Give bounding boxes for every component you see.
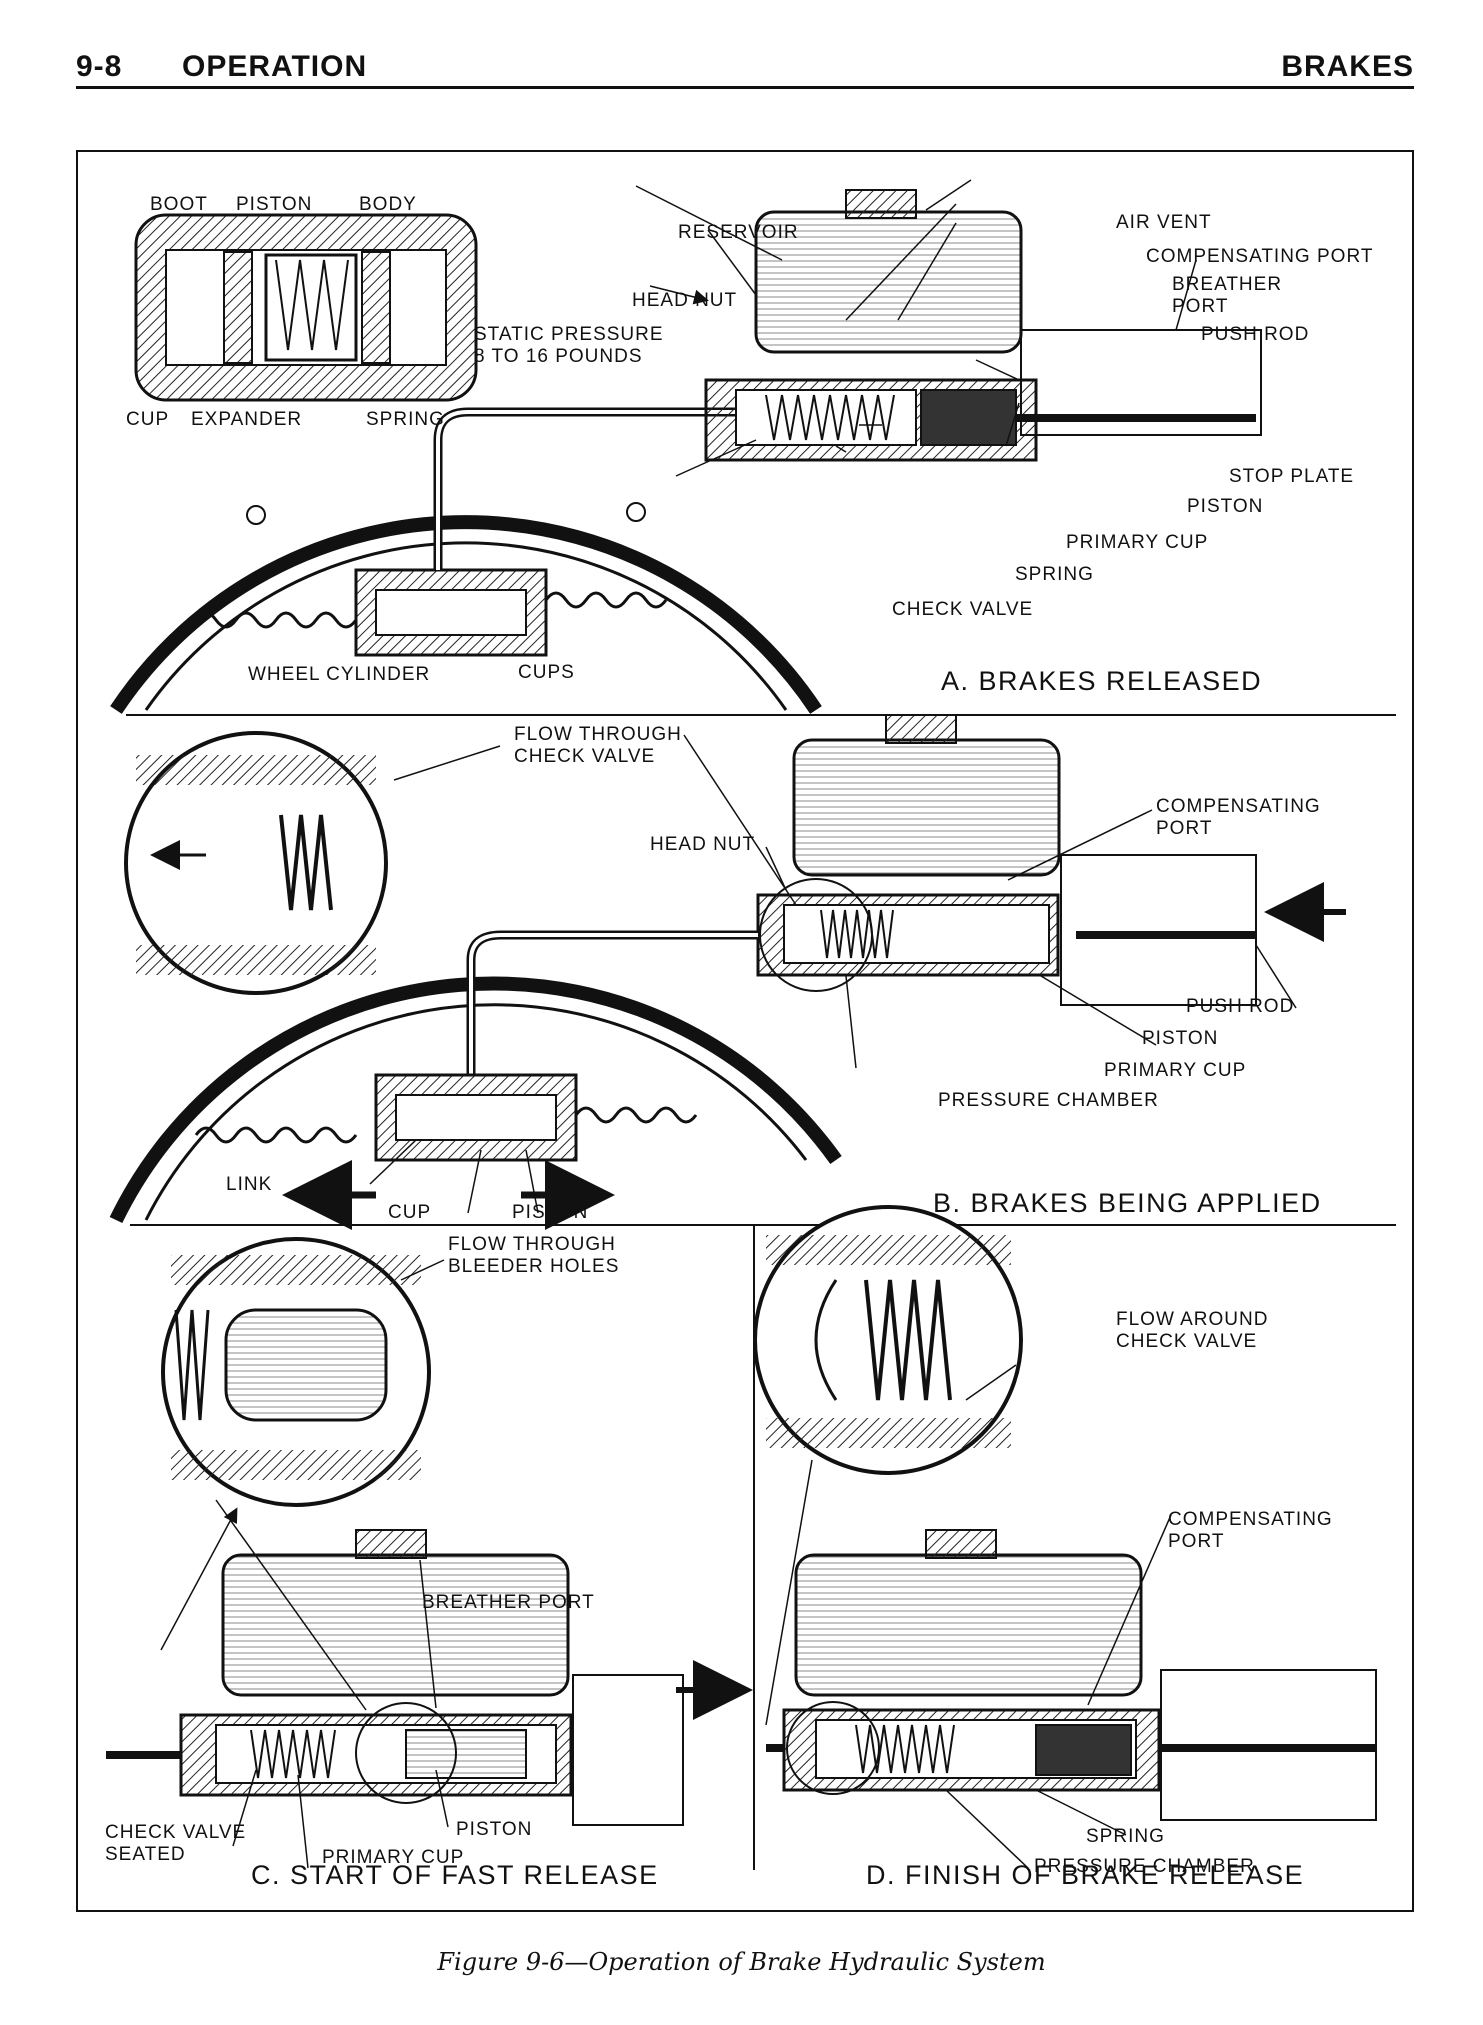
label-cup-b: CUP [388, 1202, 431, 1223]
panel-d: FLOW AROUND CHECK VALVE COMPENSATING POR… [753, 1205, 1377, 1890]
brake-hydraulic-figure: BOOT PISTON BODY CUP EXPANDER SPRING STA… [76, 150, 1414, 1912]
panel-a-title: A. BRAKES RELEASED [941, 666, 1262, 696]
label-compensating-d: COMPENSATING [1168, 1509, 1333, 1530]
check-valve-around-detail [753, 1205, 1023, 1475]
return-spring-right [544, 591, 668, 609]
master-cylinder-d [766, 1529, 1377, 1821]
label-boot: BOOT [150, 194, 208, 215]
label-piston: PISTON [236, 194, 312, 215]
label-pressure-chamber-d: PRESSURE CHAMBER [1034, 1856, 1255, 1877]
brake-drum-b [109, 976, 842, 1224]
label-piston-b: PISTON [1142, 1028, 1218, 1049]
label-compensating-b: COMPENSATING [1156, 796, 1321, 817]
label-check-valve-c: CHECK VALVE [105, 1822, 246, 1843]
label-link: LINK [226, 1174, 272, 1195]
label-flow-around: FLOW AROUND [1116, 1309, 1268, 1330]
label-wheel-cylinder: WHEEL CYLINDER [248, 664, 430, 685]
wheel-cylinder-section [134, 213, 478, 402]
label-head-nut-b: HEAD NUT [650, 834, 755, 855]
label-static-pressure: STATIC PRESSURE [474, 324, 664, 345]
label-expander: EXPANDER [191, 409, 302, 430]
label-push-rod: PUSH ROD [1201, 324, 1309, 345]
label-stop-plate: STOP PLATE [1229, 466, 1354, 487]
label-master-piston: PISTON [1187, 496, 1263, 517]
label-cup: CUP [126, 409, 169, 430]
chapter-title: BRAKES [1281, 50, 1414, 83]
label-flow-through-c: FLOW THROUGH [448, 1234, 616, 1255]
master-cylinder-a [704, 189, 1262, 462]
label-reservoir: RESERVOIR [678, 222, 799, 243]
label-breather-port: PORT [1172, 296, 1228, 317]
label-spring-d: SPRING [1086, 1826, 1165, 1847]
label-compensating-port-b: PORT [1156, 818, 1212, 839]
panel-a: BOOT PISTON BODY CUP EXPANDER SPRING STA… [110, 179, 1373, 714]
page-number: 9-8 [76, 50, 123, 83]
panel-c-title: C. START OF FAST RELEASE [251, 1860, 659, 1890]
label-compensating-port-d: PORT [1168, 1531, 1224, 1552]
label-spring: SPRING [366, 409, 445, 430]
figure-frame [76, 150, 1414, 1912]
panel-b-title: B. BRAKES BEING APPLIED [933, 1188, 1322, 1218]
label-primary-cup-b: PRIMARY CUP [1104, 1060, 1246, 1081]
label-head-nut: HEAD NUT [632, 290, 737, 311]
label-flow-through: FLOW THROUGH [514, 724, 682, 745]
label-push-rod-b: PUSH ROD [1186, 996, 1294, 1017]
label-breather-port-c: BREATHER PORT [422, 1592, 595, 1613]
label-pressure-chamber-b: PRESSURE CHAMBER [938, 1090, 1159, 1111]
label-body: BODY [359, 194, 417, 215]
section-title: OPERATION [182, 50, 368, 83]
label-bleeder-holes: BLEEDER HOLES [448, 1256, 619, 1277]
check-valve-detail [124, 731, 388, 995]
return-spring-left [194, 611, 358, 629]
master-cylinder-b [756, 714, 1257, 1006]
label-master-spring: SPRING [1015, 564, 1094, 585]
panel-c: FLOW THROUGH BLEEDER HOLES BREATHER PORT… [105, 1234, 753, 1890]
label-check-valve-b: CHECK VALVE [514, 746, 655, 767]
label-air-vent: AIR VENT [1116, 212, 1212, 233]
label-piston-c: PISTON [456, 1819, 532, 1840]
label-check-valve: CHECK VALVE [892, 599, 1033, 620]
label-static-pressure-value: 8 TO 16 POUNDS [474, 346, 643, 367]
header-rule [76, 86, 1414, 89]
label-cups: CUPS [518, 662, 575, 683]
label-primary-cup-c: PRIMARY CUP [322, 1847, 464, 1868]
figure-caption: Figure 9-6—Operation of Brake Hydraulic … [437, 1948, 1046, 1976]
master-cylinder-c [106, 1529, 684, 1826]
label-breather: BREATHER [1172, 274, 1282, 295]
label-seated: SEATED [105, 1844, 186, 1865]
panel-d-title: D. FINISH OF BRAKE RELEASE [866, 1860, 1304, 1890]
label-compensating-port: COMPENSATING PORT [1146, 246, 1373, 267]
label-primary-cup: PRIMARY CUP [1066, 532, 1208, 553]
label-check-valve-d: CHECK VALVE [1116, 1331, 1257, 1352]
panel-b: FLOW THROUGH CHECK VALVE HEAD NUT COMPEN… [109, 714, 1346, 1230]
label-wheel-piston-b: PISTON [512, 1202, 588, 1223]
